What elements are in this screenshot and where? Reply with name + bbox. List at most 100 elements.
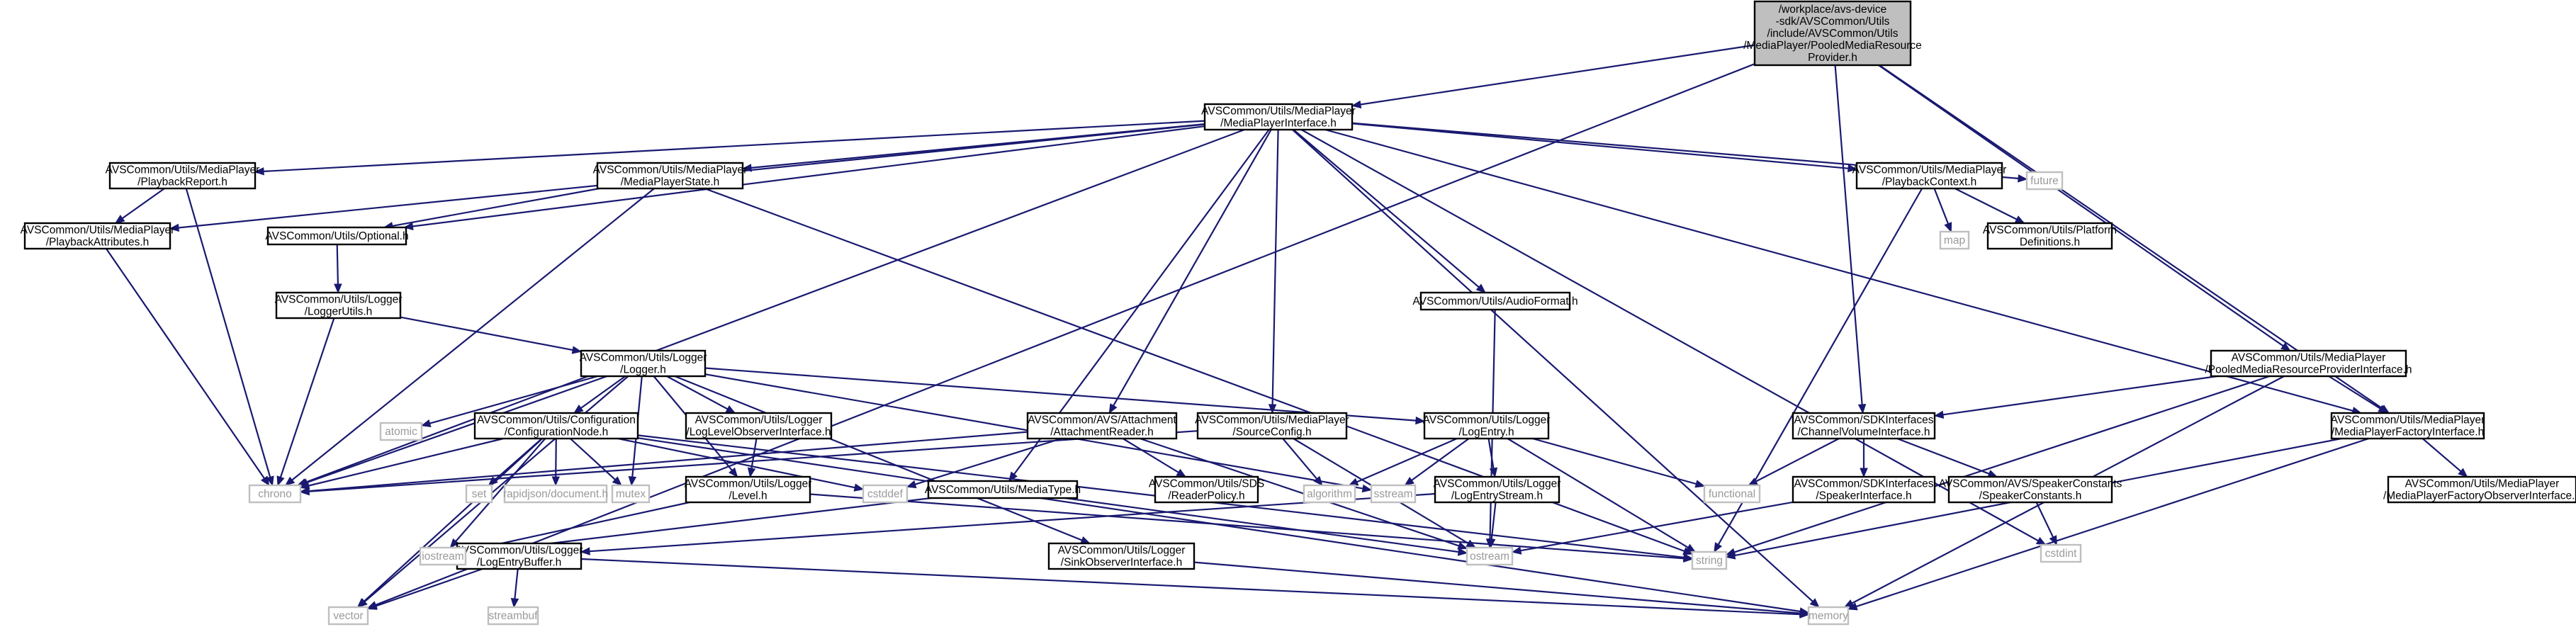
node-le[interactable]: AVSCommon/Utils/Logger/LogEntry.h bbox=[1423, 412, 1551, 440]
node-mps[interactable]: AVSCommon/Utils/MediaPlayer/MediaPlayerS… bbox=[593, 162, 748, 190]
node-ar[interactable]: AVSCommon/AVS/Attachment/AttachmentReade… bbox=[1026, 412, 1178, 440]
node-les[interactable]: AVSCommon/Utils/Logger/LogEntryStream.h bbox=[1434, 475, 1561, 504]
node-pmrpi[interactable]: AVSCommon/Utils/MediaPlayer/PooledMediaR… bbox=[2205, 349, 2412, 378]
node-label-cn-line-1: /ConfigurationNode.h bbox=[505, 427, 609, 439]
node-label-functional-line-0: functional bbox=[1709, 488, 1755, 500]
node-ostream: ostream bbox=[1466, 546, 1514, 566]
arrowhead-mpi-to-mps bbox=[741, 164, 752, 172]
node-label-mps-line-1: /MediaPlayerState.h bbox=[621, 176, 720, 188]
node-label-pr-line-0: AVSCommon/Utils/MediaPlayer bbox=[106, 164, 260, 176]
node-box-memory bbox=[1807, 606, 1850, 626]
arrowhead-cvi-to-spi bbox=[1860, 468, 1868, 478]
node-leb[interactable]: AVSCommon/Utils/Logger/LogEntryBuffer.h bbox=[456, 542, 583, 570]
node-cvi[interactable]: AVSCommon/SDKInterfaces/ChannelVolumeInt… bbox=[1792, 412, 1936, 440]
node-box-rjson bbox=[503, 484, 608, 504]
arrowhead-mpfi-to-memory bbox=[1847, 602, 1858, 611]
node-label-pr-line-1: /PlaybackReport.h bbox=[137, 176, 227, 188]
node-box-sstream bbox=[1370, 484, 1417, 504]
node-af[interactable]: AVSCommon/Utils/AudioFormat.h bbox=[1412, 291, 1578, 311]
node-spi[interactable]: AVSCommon/SDKInterfaces/SpeakerInterface… bbox=[1792, 475, 1936, 504]
node-pr[interactable]: AVSCommon/Utils/MediaPlayer/PlaybackRepo… bbox=[106, 162, 260, 190]
node-label-mpfoi-line-1: /MediaPlayerFactoryObserverInterface.h bbox=[2383, 490, 2576, 502]
edge-leb-to-vector bbox=[375, 567, 483, 607]
edge-sc-to-algorithm bbox=[1282, 438, 1317, 480]
node-cn[interactable]: AVSCommon/Utils/Configuration/Configurat… bbox=[473, 412, 639, 440]
arrowhead-lu-to-lg bbox=[571, 346, 583, 354]
node-box-pa bbox=[23, 222, 171, 250]
edge-ar-to-cstddef bbox=[915, 437, 1062, 485]
node-mt[interactable]: AVSCommon/Utils/MediaType.h bbox=[925, 480, 1081, 499]
node-label-le-line-0: AVSCommon/Utils/Logger bbox=[1423, 414, 1551, 427]
arrowhead-mps-to-chrono bbox=[284, 476, 296, 486]
arrowhead-cn-to-iostream bbox=[449, 538, 460, 548]
edge-lvl-to-iostream bbox=[473, 501, 690, 550]
edge-lg-to-chrono bbox=[306, 375, 608, 484]
node-lg[interactable]: AVSCommon/Utils/Logger/Logger.h bbox=[580, 349, 707, 378]
edge-sc-to-chrono bbox=[308, 430, 1198, 492]
edge-leb-to-memory bbox=[580, 558, 1801, 616]
node-spc[interactable]: AVSCommon/AVS/SpeakerConstants/SpeakerCo… bbox=[1939, 475, 2122, 504]
arrowhead-pa-to-chrono bbox=[260, 475, 270, 487]
arrowhead-lg-to-le bbox=[1415, 416, 1426, 425]
arrowhead-le-to-les bbox=[1489, 467, 1498, 478]
edge-mpfi-to-mpfoi bbox=[2422, 438, 2462, 473]
node-pa[interactable]: AVSCommon/Utils/MediaPlayer/PlaybackAttr… bbox=[21, 222, 175, 250]
node-sc[interactable]: AVSCommon/Utils/MediaPlayer/SourceConfig… bbox=[1195, 412, 1349, 440]
arrowhead-leb-to-streambuf bbox=[510, 598, 519, 609]
node-label-root-line-0: /workplace/avs-device bbox=[1779, 4, 1886, 16]
edge-mt-to-ostream bbox=[1064, 497, 1459, 553]
node-opt[interactable]: AVSCommon/Utils/Optional.h bbox=[265, 226, 409, 246]
node-label-rjson-line-0: rapidjson/document.h bbox=[503, 488, 608, 500]
arrowhead-opt-to-lu bbox=[334, 283, 342, 294]
arrowhead-root-to-mpi bbox=[1351, 100, 1362, 109]
node-label-af-line-0: AVSCommon/Utils/AudioFormat.h bbox=[1412, 295, 1577, 307]
node-label-atomic-line-0: atomic bbox=[385, 426, 417, 438]
arrowhead-mpi-to-af bbox=[1475, 283, 1486, 293]
node-label-sstream-line-0: sstream bbox=[1373, 488, 1412, 500]
arrowhead-ar-to-ostream bbox=[1457, 541, 1468, 550]
node-label-cstddef-line-0: cstddef bbox=[867, 488, 904, 500]
edge-cn-to-mutex bbox=[569, 438, 616, 480]
node-rp[interactable]: AVSCommon/Utils/SDS/ReaderPolicy.h bbox=[1149, 475, 1264, 504]
node-mpfi[interactable]: AVSCommon/Utils/MediaPlayer/MediaPlayerF… bbox=[2331, 412, 2485, 440]
dependency-edges bbox=[105, 44, 2468, 618]
node-lu[interactable]: AVSCommon/Utils/Logger/LoggerUtils.h bbox=[275, 291, 403, 320]
node-label-lu-line-1: /LoggerUtils.h bbox=[305, 306, 373, 318]
node-label-les-line-1: /LogEntryStream.h bbox=[1451, 490, 1543, 502]
edge-ar-to-rp bbox=[1122, 438, 1179, 473]
node-label-root-line-2: /include/AVSCommon/Utils bbox=[1767, 28, 1899, 40]
edge-ar-to-ostream bbox=[1140, 437, 1459, 547]
node-soi[interactable]: AVSCommon/Utils/Logger/SinkObserverInter… bbox=[1047, 542, 1196, 570]
node-box-cn bbox=[473, 412, 639, 440]
node-mpi[interactable]: AVSCommon/Utils/MediaPlayer/MediaPlayerI… bbox=[1201, 103, 1356, 131]
edge-mpi-to-sc bbox=[1271, 129, 1279, 405]
node-pc[interactable]: AVSCommon/Utils/MediaPlayer/PlaybackCont… bbox=[1852, 162, 2007, 190]
node-label-iostream-line-0: iostream bbox=[422, 550, 463, 563]
arrowhead-cn-to-vector bbox=[356, 598, 367, 608]
edge-mpi-to-mpfi bbox=[1324, 128, 2353, 412]
node-box-lu bbox=[275, 291, 402, 320]
node-memory: memory bbox=[1807, 606, 1850, 626]
node-box-af bbox=[1419, 291, 1571, 311]
node-label-le-line-1: /LogEntry.h bbox=[1458, 427, 1514, 439]
node-box-rp bbox=[1154, 475, 1259, 504]
node-label-ar-line-0: AVSCommon/AVS/Attachment bbox=[1028, 414, 1176, 427]
node-label-spi-line-1: /SpeakerInterface.h bbox=[1816, 490, 1911, 502]
node-root[interactable]: /workplace/avs-device-sdk/AVSCommon/Util… bbox=[1743, 0, 1922, 67]
node-mpfoi[interactable]: AVSCommon/Utils/MediaPlayer/MediaPlayerF… bbox=[2383, 475, 2576, 504]
edge-mpi-to-ar bbox=[1113, 129, 1272, 407]
node-future: future bbox=[2025, 171, 2064, 191]
node-label-root-line-1: -sdk/AVSCommon/Utils bbox=[1776, 16, 1890, 28]
node-label-algorithm-line-0: algorithm bbox=[1307, 488, 1352, 500]
node-lloi[interactable]: AVSCommon/Utils/Logger/LogLevelObserverI… bbox=[685, 412, 833, 440]
node-box-set bbox=[465, 484, 493, 504]
node-box-sc bbox=[1196, 412, 1348, 440]
node-box-opt bbox=[266, 226, 407, 246]
edge-mpi-to-mps bbox=[750, 123, 1205, 169]
node-label-mpfi-line-1: /MediaPlayerFactoryInterface.h bbox=[2332, 427, 2484, 439]
node-label-les-line-0: AVSCommon/Utils/Logger bbox=[1434, 478, 1561, 490]
arrowhead-mpfi-to-string bbox=[1725, 551, 1736, 560]
node-lvl[interactable]: AVSCommon/Utils/Logger/Level.h bbox=[685, 475, 812, 504]
